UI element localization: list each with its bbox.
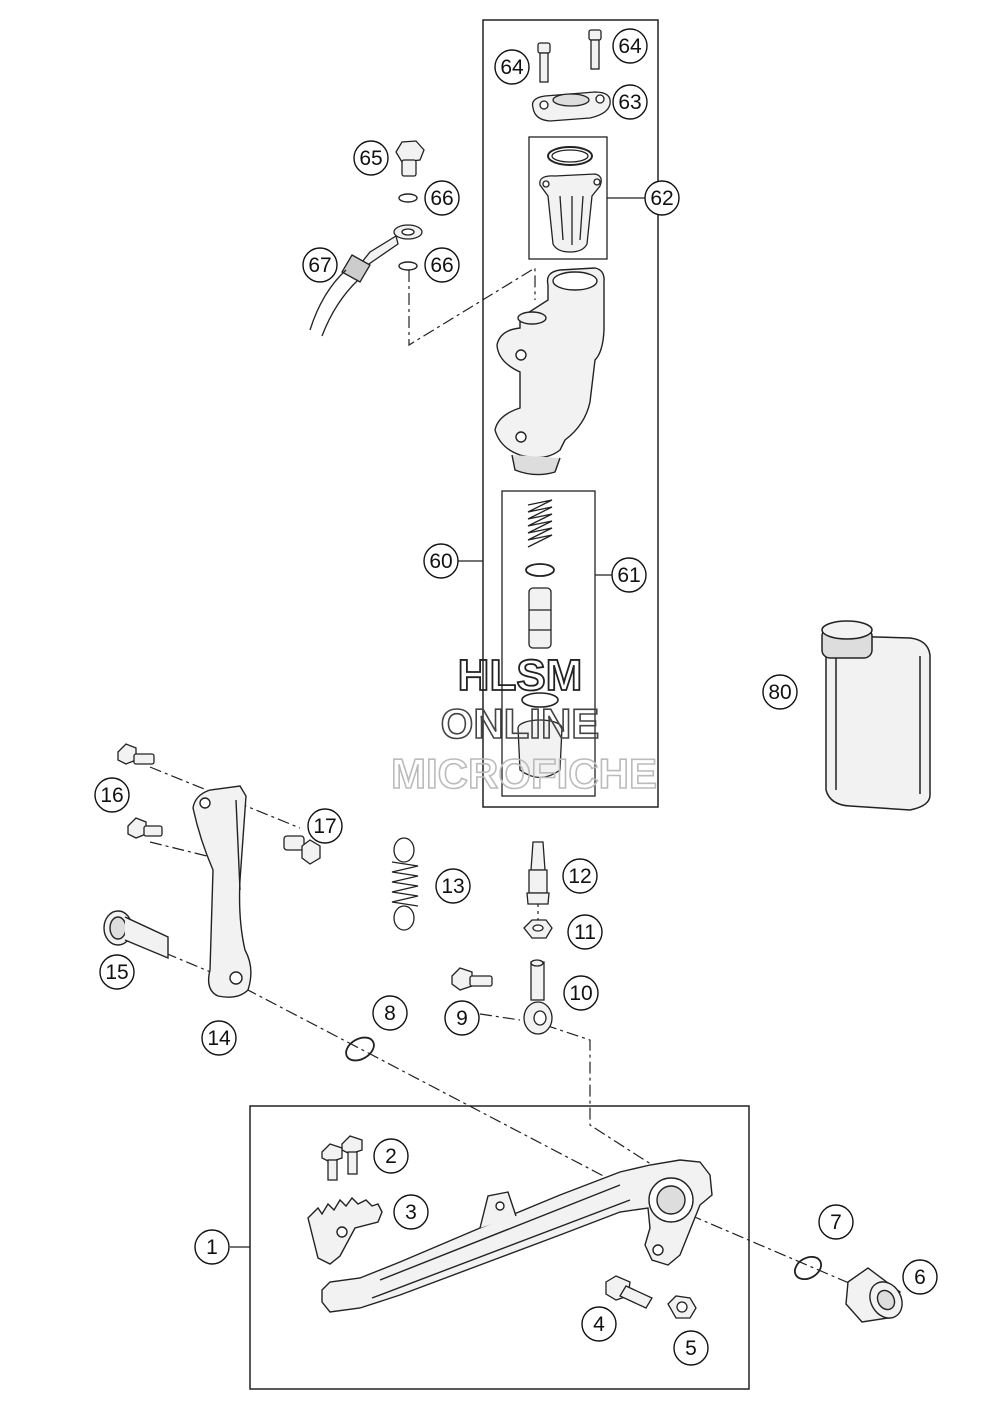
- callout-6: 6: [902, 1259, 938, 1295]
- callout-80: 80: [762, 674, 798, 710]
- washer-66-top: [398, 193, 418, 203]
- callout-13: 13: [435, 868, 471, 904]
- callout-7: 7: [818, 1204, 854, 1240]
- callout-67: 67: [302, 247, 338, 283]
- callout-label: 6: [914, 1266, 926, 1289]
- callout-61: 61: [611, 557, 647, 593]
- callout-10: 10: [563, 975, 599, 1011]
- watermark-line-2: ONLINE: [441, 700, 600, 747]
- clevis-10: [523, 959, 553, 1035]
- callout-label: 61: [617, 564, 640, 587]
- bolts-2: [321, 1135, 363, 1181]
- reservoir-62: [539, 146, 602, 253]
- callout-label: 60: [429, 550, 452, 573]
- o-ring-8: [345, 1036, 375, 1062]
- piston-kit-box: [501, 490, 596, 797]
- bolt-64-right: [588, 29, 602, 70]
- plug-6: [845, 1267, 903, 1323]
- brake-pedal-1: [321, 1159, 713, 1313]
- callout-label: 64: [618, 35, 642, 58]
- callout-label: 10: [569, 982, 592, 1005]
- callout-64-right: 64: [612, 28, 648, 64]
- callout-60: 60: [423, 543, 459, 579]
- callout-12: 12: [562, 858, 598, 894]
- callout-label: 62: [650, 187, 673, 210]
- bolt-4: [605, 1275, 653, 1309]
- bolt-bracket-upper: [127, 817, 163, 839]
- callout-15: 15: [99, 954, 135, 990]
- nut-11: [523, 919, 553, 939]
- bolt-16: [117, 743, 155, 765]
- callout-label: 12: [568, 865, 591, 888]
- callout-label: 5: [685, 1337, 697, 1360]
- washer-66-bottom: [398, 261, 418, 271]
- callout-2: 2: [373, 1138, 409, 1174]
- callout-14: 14: [201, 1020, 237, 1056]
- callout-label: 1: [206, 1236, 218, 1259]
- callout-label: 16: [100, 784, 123, 807]
- brake-fluid-bottle-80: [821, 620, 931, 811]
- callout-label: 7: [830, 1211, 842, 1234]
- o-ring-7: [793, 1255, 823, 1281]
- callout-63: 63: [612, 84, 648, 120]
- push-rod-12: [526, 841, 550, 905]
- callout-label: 4: [593, 1313, 605, 1336]
- callout-label: 9: [456, 1007, 468, 1030]
- callout-label: 11: [574, 921, 596, 944]
- brake-hose-67: [309, 224, 423, 337]
- bracket-14: [192, 785, 252, 998]
- banjo-bolt-65: [395, 140, 425, 177]
- piston-kit-61: [517, 499, 563, 779]
- callout-label: 66: [430, 187, 453, 210]
- callout-label: 63: [618, 91, 641, 114]
- bushing-15: [103, 910, 169, 960]
- reservoir-cover-63: [531, 91, 611, 122]
- callout-1: 1: [194, 1229, 230, 1265]
- callout-label: 2: [385, 1145, 397, 1168]
- callout-label: 13: [441, 875, 464, 898]
- callout-5: 5: [673, 1330, 709, 1366]
- callout-65: 65: [353, 140, 389, 176]
- nut-17: [283, 835, 321, 865]
- callout-label: 14: [207, 1027, 231, 1050]
- callout-label: 64: [500, 56, 524, 79]
- callout-8: 8: [372, 995, 408, 1031]
- callout-17: 17: [307, 808, 343, 844]
- nut-5: [667, 1295, 697, 1319]
- bolt-64-left: [537, 42, 551, 83]
- callout-label: 67: [308, 254, 331, 277]
- callout-label: 66: [430, 254, 453, 277]
- callout-66-top: 66: [424, 180, 460, 216]
- callout-3: 3: [393, 1194, 429, 1230]
- callout-62: 62: [644, 180, 680, 216]
- master-cylinder-box: [482, 19, 659, 808]
- callout-66-bottom: 66: [424, 247, 460, 283]
- callout-64-left: 64: [494, 49, 530, 85]
- watermark-line-1: HLSM: [458, 651, 583, 700]
- callout-label: 80: [768, 681, 791, 704]
- callout-label: 65: [359, 147, 382, 170]
- pedal-step-3: [307, 1196, 383, 1265]
- callout-9: 9: [444, 1000, 480, 1036]
- watermark-line-3: MICROFICHE: [391, 750, 657, 797]
- bolt-9: [451, 967, 493, 991]
- callout-label: 17: [313, 815, 336, 838]
- callout-label: 8: [384, 1002, 396, 1025]
- callout-16: 16: [94, 777, 130, 813]
- callout-label: 15: [105, 961, 128, 984]
- callout-label: 3: [405, 1201, 417, 1224]
- master-cylinder-body: [494, 267, 605, 476]
- callout-4: 4: [581, 1306, 617, 1342]
- callout-11: 11: [567, 914, 603, 950]
- spring-13: [391, 837, 419, 931]
